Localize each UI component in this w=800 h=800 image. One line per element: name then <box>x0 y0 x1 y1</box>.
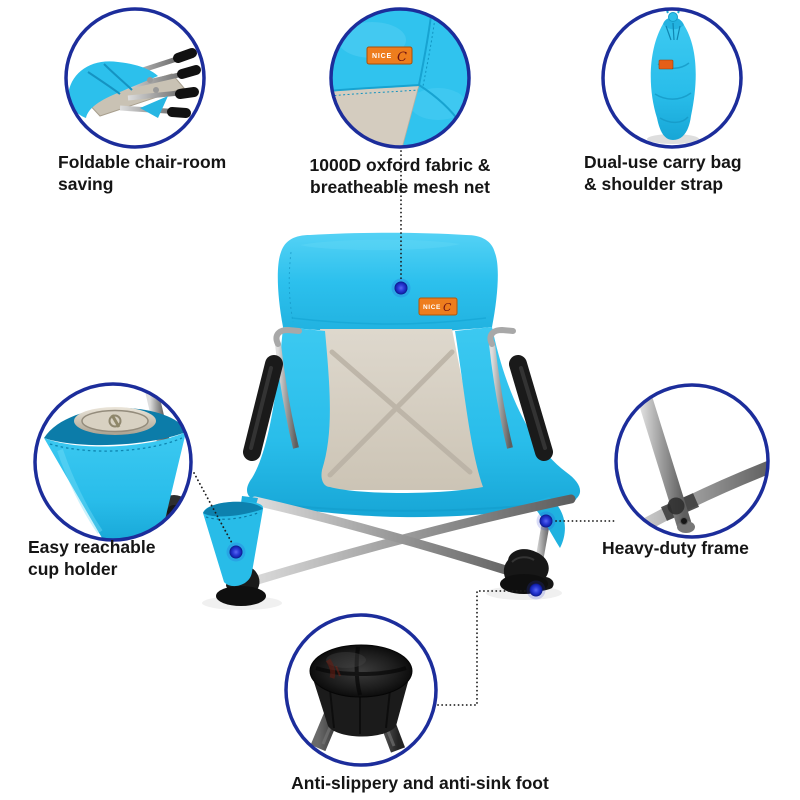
dotted-connectors <box>193 150 615 706</box>
label-fabric: 1000D oxford fabric & breatheable mesh n… <box>283 154 517 199</box>
brand-tag-closeup-letter: C <box>397 50 407 65</box>
fabric-closeup-photo: NICE C <box>332 10 468 146</box>
callout-ring <box>614 383 770 539</box>
label-fabric-line1: 1000D oxford fabric & <box>309 155 491 175</box>
label-foldable-line2: saving <box>58 174 114 195</box>
foot-cap-photo <box>309 644 413 753</box>
soda-can <box>74 407 156 435</box>
folded-chair-photo <box>68 48 201 118</box>
brand-tag-text: NICE <box>423 304 441 311</box>
chair-illustration: NICE C <box>202 232 581 610</box>
carry-bag-photo <box>647 10 699 144</box>
label-foot-line1: Anti-slippery and anti-sink foot <box>291 773 549 793</box>
backrest-highlight <box>300 239 460 251</box>
backrest-stitch <box>288 251 294 323</box>
feature-dot-foot <box>526 580 546 600</box>
label-fabric-line2: breatheable mesh net <box>310 177 490 198</box>
brand-tag: NICE C <box>418 297 458 316</box>
label-cup-line1: Easy reachable <box>28 537 156 557</box>
callout-ring <box>64 7 206 149</box>
callout-circle-fabric: NICE C <box>329 7 471 149</box>
label-foot: Anti-slippery and anti-sink foot <box>255 772 585 794</box>
label-foldable-line1: Foldable chair-room <box>58 152 227 172</box>
callout-circle-foot <box>284 613 438 767</box>
callout-ring <box>284 613 438 767</box>
feature-dot-cup <box>226 542 246 562</box>
callout-circle-foldable <box>64 7 206 149</box>
callout-ring <box>33 382 193 542</box>
mesh-cross-straps <box>327 349 473 478</box>
brand-tag-letter: C <box>443 301 452 314</box>
feature-dot-fabric <box>391 278 411 298</box>
callout-ring <box>329 7 471 149</box>
cup-holder-photo <box>44 385 190 539</box>
cup-holder <box>203 496 264 587</box>
label-bag-line1: Dual-use carry bag <box>584 152 742 172</box>
callout-circle-cup <box>33 382 193 542</box>
right-armrest <box>487 326 553 461</box>
front-leg-right <box>250 496 530 581</box>
callout-ring <box>601 7 743 149</box>
right-foot <box>500 549 554 594</box>
backrest-seam <box>291 317 487 325</box>
dotted-connector-foot <box>437 590 530 706</box>
label-cup: Easy reachable cup holder <box>28 536 213 581</box>
brand-tag-closeup-text: NICE <box>372 53 392 60</box>
feature-dot-frame <box>536 511 556 531</box>
callout-circle-frame <box>614 383 770 539</box>
bag-logo-patch <box>658 59 674 70</box>
left-armrest <box>243 326 302 461</box>
dotted-connector-cup <box>193 472 234 546</box>
label-bag-line2: & shoulder strap <box>584 174 724 195</box>
label-frame: Heavy-duty frame <box>602 537 797 559</box>
label-bag: Dual-use carry bag & shoulder strap <box>584 151 779 196</box>
brand-tag-closeup: NICE C <box>366 46 413 65</box>
shoulder-strap-loop <box>666 10 680 14</box>
label-frame-line1: Heavy-duty frame <box>602 538 749 558</box>
label-foldable: Foldable chair-room saving <box>58 151 273 196</box>
callout-circle-bag <box>601 7 743 149</box>
label-cup-line2: cup holder <box>28 559 118 580</box>
feature-point-dots <box>226 278 556 600</box>
